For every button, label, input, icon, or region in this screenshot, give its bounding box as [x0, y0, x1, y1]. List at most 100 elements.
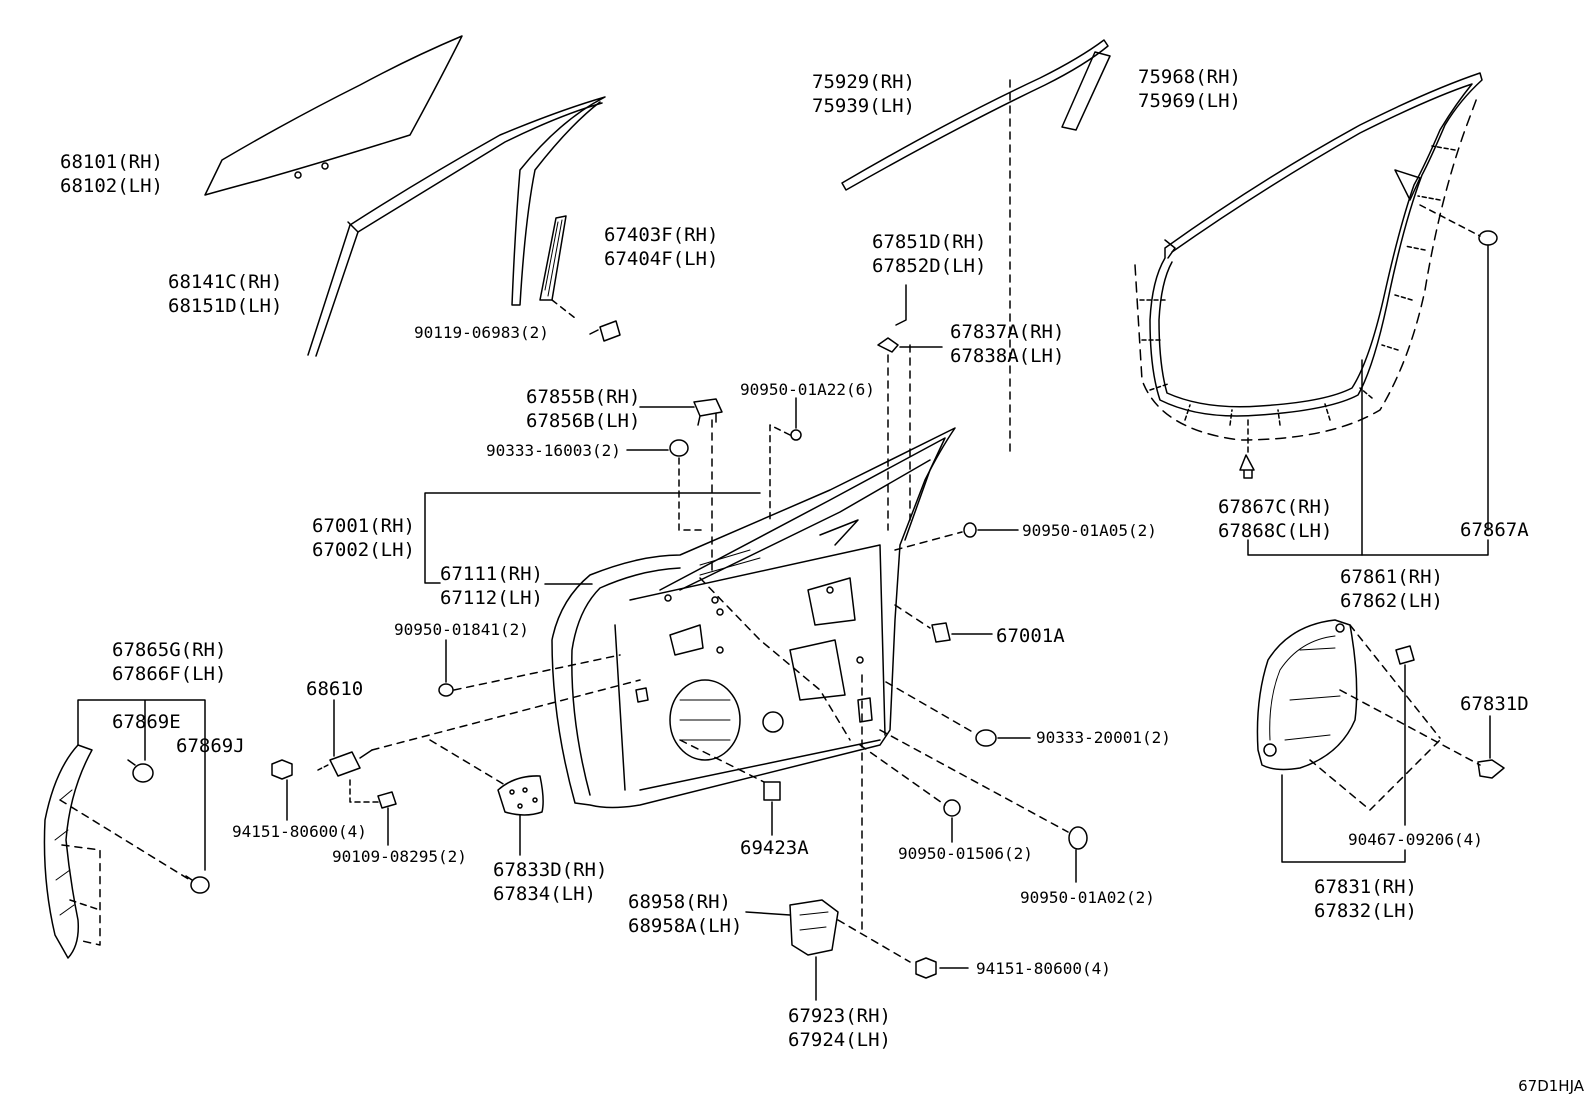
bolt-90467-part: [1395, 645, 1415, 826]
hole-cover-part: [429, 739, 544, 856]
bracket-67001: [424, 492, 761, 584]
part-number: 67404F(LH): [604, 248, 719, 270]
part-number: 90333-16003(2): [486, 441, 621, 460]
label-68958: 68958(RH) 68958A(LH): [628, 890, 742, 938]
label-90333-16003: 90333-16003(2): [486, 441, 621, 461]
diagram-code: 67D1HJA: [1518, 1077, 1584, 1095]
part-number: 68141C(RH): [168, 271, 283, 293]
label-67831: 67831(RH) 67832(LH): [1314, 875, 1417, 923]
part-number: 69423A: [740, 837, 809, 859]
part-number: 67923(RH): [788, 1005, 891, 1027]
part-number: 94151-80600(4): [232, 822, 367, 841]
part-number: 75969(LH): [1138, 90, 1241, 112]
label-67833: 67833D(RH) 67834(LH): [493, 858, 607, 906]
part-number: 90950-01A05(2): [1022, 521, 1157, 540]
part-number: 67869J: [176, 735, 245, 757]
part-number: 90119-06983(2): [414, 323, 549, 342]
grommet-16003-part: [626, 439, 706, 531]
division-bar-part: [539, 215, 621, 342]
part-number: 68151D(LH): [168, 295, 283, 317]
part-number: 68958A(LH): [628, 915, 743, 937]
part-number: 67862(LH): [1340, 590, 1443, 612]
label-69423a: 69423A: [740, 836, 809, 860]
plug-01841-part: [438, 639, 621, 697]
part-number: 67869E: [112, 711, 181, 733]
part-number: 67851D(RH): [872, 231, 987, 253]
part-number: 67832(LH): [1314, 900, 1417, 922]
label-94151-bottom: 94151-80600(4): [976, 959, 1111, 979]
part-number: 75968(RH): [1138, 66, 1241, 88]
label-69423a-part: [679, 739, 781, 836]
label-94151-left: 94151-80600(4): [232, 822, 367, 842]
part-number: 67833D(RH): [493, 859, 608, 881]
part-number: 67111(RH): [440, 563, 543, 585]
bolt-90109-part: [377, 791, 397, 846]
label-67869e: 67869E: [112, 710, 181, 734]
part-number: 67855B(RH): [526, 386, 641, 408]
part-number: 68958(RH): [628, 891, 731, 913]
label-67865: 67865G(RH) 67866F(LH): [112, 638, 226, 686]
nut-94151-left-part: [271, 759, 293, 821]
part-number: 67867A: [1460, 519, 1529, 541]
corner-moulding-part: [1061, 51, 1111, 131]
part-number: 67002(LH): [312, 539, 415, 561]
part-number: 67867C(RH): [1218, 496, 1333, 518]
belt-moulding-part: [841, 39, 1109, 456]
label-67001a: 67001A: [996, 624, 1065, 648]
part-number: 90467-09206(4): [1348, 830, 1483, 849]
part-number: 67834(LH): [493, 883, 596, 905]
plug-20001-part: [885, 681, 1031, 747]
bracket-67861: [1247, 539, 1489, 556]
part-number: 67924(LH): [788, 1029, 891, 1051]
label-67837: 67837A(RH) 67838A(LH): [950, 320, 1064, 368]
label-90950-01506: 90950-01506(2): [898, 844, 1033, 864]
weatherstrip-part: [1134, 72, 1483, 556]
part-number: 67001A: [996, 625, 1065, 647]
clip-67869j-part: [185, 875, 210, 894]
part-number: 67866F(LH): [112, 663, 227, 685]
plug-01506-part: [859, 744, 961, 843]
label-75968: 75968(RH) 75969(LH): [1138, 65, 1241, 113]
label-67111: 67111(RH) 67112(LH): [440, 562, 543, 610]
part-number: 68610: [306, 678, 364, 700]
part-number: 75929(RH): [812, 71, 915, 93]
label-67861: 67861(RH) 67862(LH): [1340, 565, 1443, 613]
hinge-68610-part: [317, 679, 641, 803]
label-67867a: 67867A: [1460, 518, 1529, 542]
label-75929: 75929(RH) 75939(LH): [812, 70, 915, 118]
part-number: 67868C(LH): [1218, 520, 1333, 542]
clip-67867a-part: [1419, 204, 1498, 531]
part-number: 67865G(RH): [112, 639, 227, 661]
part-number: 90950-01A22(6): [740, 380, 875, 399]
guide-line: [699, 577, 851, 741]
nut-94151-bottom-part: [915, 957, 969, 979]
label-67867c: 67867C(RH) 67868C(LH): [1218, 495, 1332, 543]
part-number: 67112(LH): [440, 587, 543, 609]
label-67869j: 67869J: [176, 734, 245, 758]
side-trim-part: [43, 699, 206, 959]
part-number: 90333-20001(2): [1036, 728, 1171, 747]
clip-67869e-part: [127, 759, 154, 783]
door-panel-part: [551, 427, 956, 809]
label-68101: 68101(RH) 68102(LH): [60, 150, 163, 198]
label-90109: 90109-08295(2): [332, 847, 467, 867]
label-67831d: 67831D: [1460, 692, 1529, 716]
label-67855: 67855B(RH) 67856B(LH): [526, 385, 640, 433]
part-number: 90950-01A02(2): [1020, 888, 1155, 907]
regulator-panel-part: [1256, 619, 1481, 863]
label-67851: 67851D(RH) 67852D(LH): [872, 230, 986, 278]
part-number: 67838A(LH): [950, 345, 1065, 367]
part-number: 67831(RH): [1314, 876, 1417, 898]
label-68141: 68141C(RH) 68151D(LH): [168, 270, 282, 318]
part-number: 67852D(LH): [872, 255, 987, 277]
clip-01a22-part: [769, 397, 802, 521]
label-90467: 90467-09206(4): [1348, 830, 1483, 850]
label-90950-01a05: 90950-01A05(2): [1022, 521, 1157, 541]
part-number: 90950-01506(2): [898, 844, 1033, 863]
clip-67867c-part: [1239, 419, 1255, 479]
label-90333-20001: 90333-20001(2): [1036, 728, 1171, 748]
part-number: 67831D: [1460, 693, 1529, 715]
part-number: 68101(RH): [60, 151, 163, 173]
